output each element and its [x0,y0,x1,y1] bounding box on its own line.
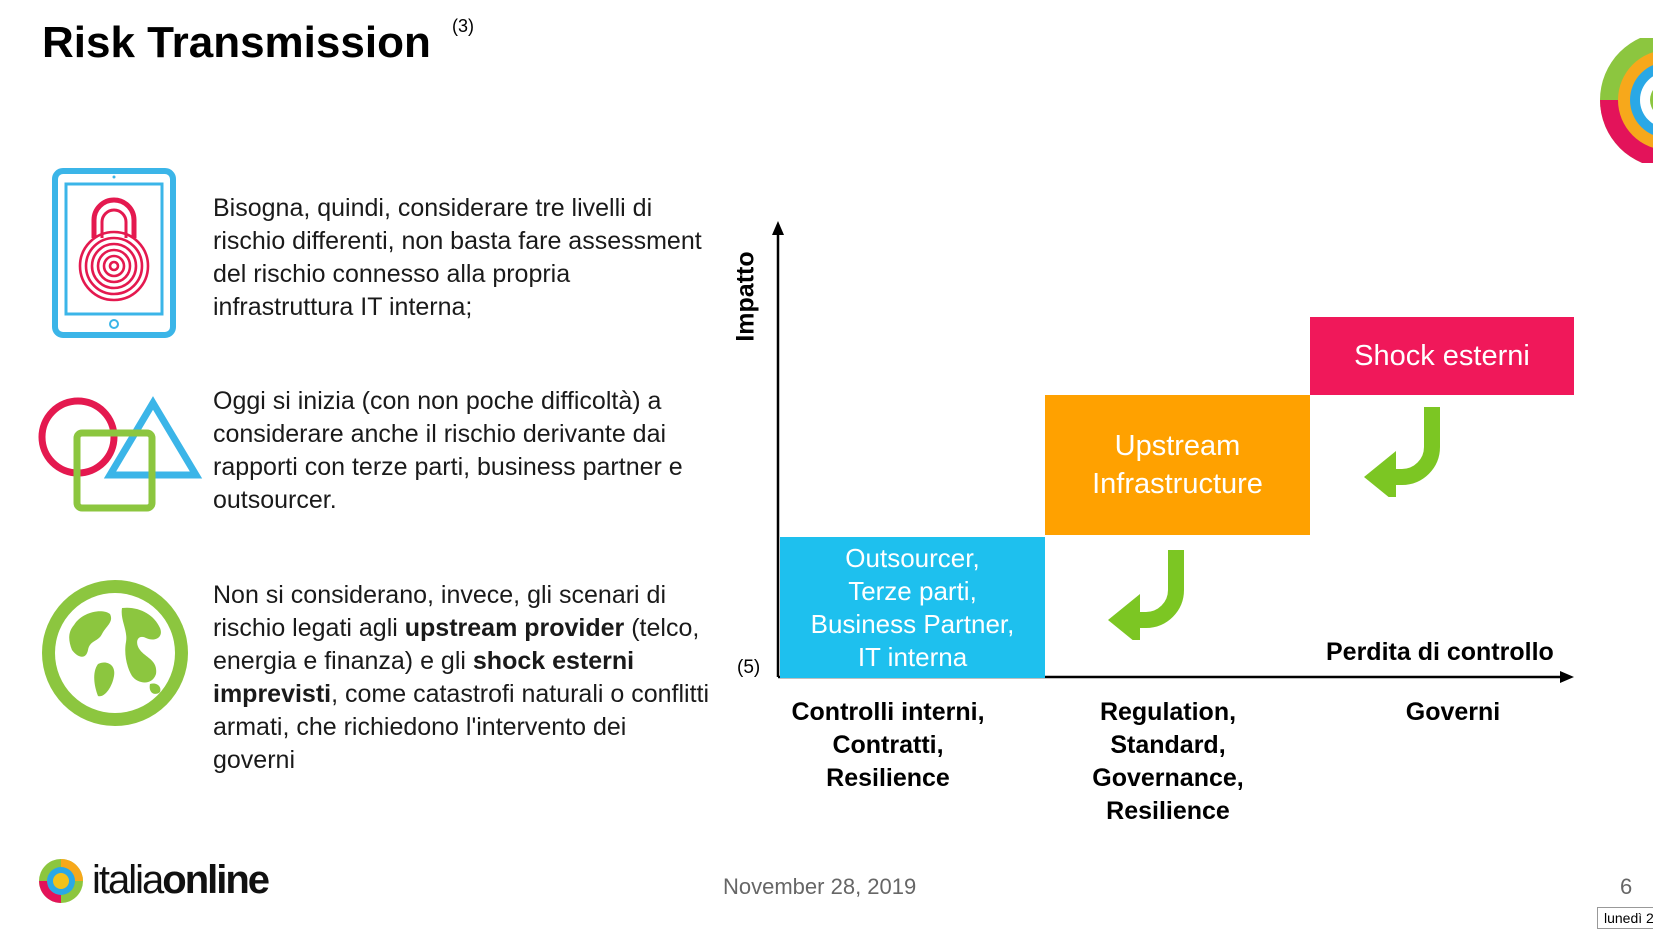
return-arrow-icon [1108,550,1184,640]
step-box-upstream: Upstream Infrastructure [1045,395,1310,535]
y-axis-label-wrap: Impatto [726,251,766,341]
page-number: 6 [1620,874,1633,899]
footer-date: November 28, 2019 [723,874,917,899]
x-category-label: Governi [1405,698,1501,726]
emphasis-shock: shock esterni imprevisti [213,647,635,708]
origin-footnote: (5) [737,657,761,678]
shapes-icon [38,396,203,512]
x-axis-label: Perdita di controllo [1326,638,1554,666]
paragraph-text: Non si considerano, invece, gli scenari … [213,581,667,642]
y-axis-label: Impatto [731,251,760,342]
corner-logo-icon [1600,38,1653,163]
return-arrow-icon [1364,407,1440,497]
emphasis-upstream-provider: upstream provider [404,614,625,642]
brand-wordmark-light: italia [92,858,164,902]
paragraph-third-party-risk: Oggi si inizia (con non poche difficoltà… [213,387,683,514]
title-footnote: (3) [452,16,474,36]
brand-logo-icon [39,859,83,903]
paragraph-text: , come catastrofi naturali o conflitti a… [213,680,710,774]
brand-wordmark: italiaonline [92,858,270,903]
paragraph-internal-risk: Bisogna, quindi, considerare tre livelli… [213,194,702,321]
x-category-label: Regulation, Standard, Governance, Resili… [1092,698,1244,825]
globe-icon [42,580,188,726]
brand-wordmark-bold: online [162,858,270,902]
step-box-outsourcer: Outsourcer, Terze parti, Business Partne… [780,537,1045,678]
paragraph-text: (telco, energia e finanza) e gli [213,614,700,675]
dotted-separator [0,96,1600,102]
slide-title: Risk Transmission [42,18,431,67]
paragraph-upstream-risk: Non si considerano, invece, gli scenari … [213,579,713,777]
x-category-label: Controlli interni, Contratti, Resilience [791,698,985,792]
fingerprint-lock-tablet-icon [52,168,176,338]
step-box-shock: Shock esterni [1310,317,1574,395]
date-tooltip: lunedì 2 [1597,907,1653,929]
